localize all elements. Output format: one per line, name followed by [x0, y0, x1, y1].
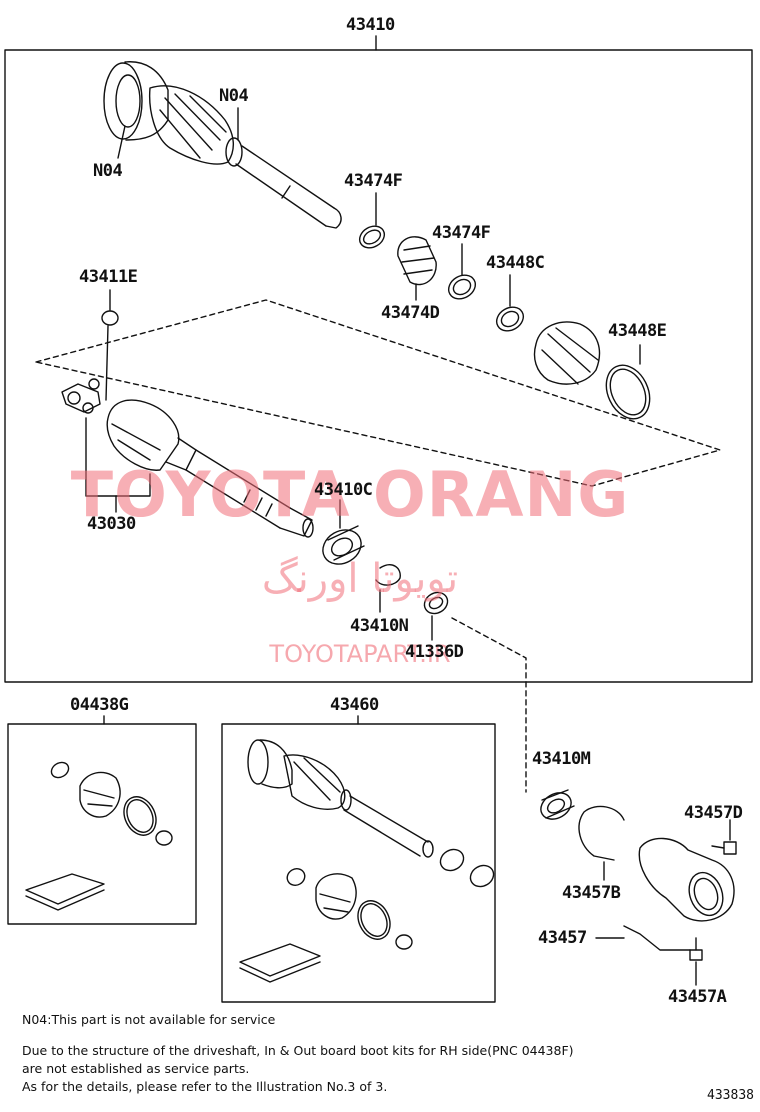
label-n04-left: N04 — [93, 161, 123, 181]
snap-ring-n — [375, 564, 401, 586]
label-clamp-c: 43448C — [486, 253, 545, 273]
clamp-f2 — [447, 274, 477, 300]
label-main-assembly: 43410 — [346, 15, 395, 35]
seal-d — [423, 591, 449, 615]
boot-d — [397, 236, 437, 286]
inboard-group-outline — [35, 299, 721, 487]
label-snap-ring-e: 43411E — [79, 267, 138, 287]
figure-code: 433838 — [707, 1088, 754, 1103]
label-clamp-f2: 43474F — [432, 223, 491, 243]
label-boot-d: 43474D — [381, 303, 440, 323]
label-bearing-c: 43410C — [314, 480, 373, 500]
bearing-c — [322, 525, 365, 565]
label-snap-ring-b: 43457B — [562, 883, 621, 903]
watermark-brand-fa: تویوتا اورنگ — [261, 556, 459, 602]
label-n04-top: N04 — [219, 86, 249, 106]
label-snap-ring-n: 43410N — [350, 616, 409, 636]
label-clamp-f1: 43474F — [344, 171, 403, 191]
inboard-joint — [106, 399, 314, 538]
label-bolt-d: 43457D — [684, 803, 743, 823]
tripod — [61, 378, 101, 414]
watermark-brand: TOYOTA ORANG — [70, 458, 630, 531]
note-line-1: N04:This part is not available for servi… — [22, 1012, 276, 1027]
kit-g-frame — [7, 723, 197, 925]
kit-assembly-frame — [221, 723, 496, 1003]
bearing-m — [540, 789, 575, 820]
note-line-3: are not established as service parts. — [22, 1061, 250, 1076]
label-bolt-a: 43457A — [668, 987, 727, 1007]
label-bracket: 43457 — [538, 928, 587, 948]
bolt-d — [711, 841, 737, 855]
label-boot-e: 43448E — [608, 321, 667, 341]
snap-ring-b — [578, 805, 625, 861]
main-assembly-frame — [4, 49, 753, 683]
clamp-f1 — [358, 225, 386, 249]
label-kit-g: 04438G — [70, 695, 129, 715]
note-line-4: As for the details, please refer to the … — [22, 1079, 388, 1094]
label-kit-assembly: 43460 — [330, 695, 379, 715]
label-tripod: 43030 — [87, 514, 136, 534]
label-seal-d: 41336D — [405, 642, 464, 662]
bracket — [623, 837, 735, 951]
outboard-joint — [103, 61, 342, 229]
kit-assembly-parts — [239, 739, 495, 983]
watermark-site: TOYOTAPART.IR — [269, 640, 451, 668]
clamp-c — [495, 306, 525, 332]
boot-e — [533, 321, 651, 420]
label-bearing-m: 43410M — [532, 749, 591, 769]
snap-ring-e — [101, 310, 119, 326]
note-line-2: Due to the structure of the driveshaft, … — [22, 1043, 574, 1058]
bolt-a — [689, 937, 703, 961]
kit-g-parts — [25, 761, 173, 911]
